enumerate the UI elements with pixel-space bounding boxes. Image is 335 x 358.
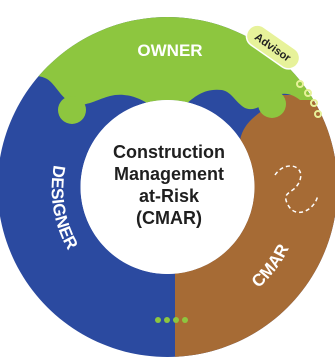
center-circle: [80, 100, 255, 274]
advisor-dots: [296, 80, 322, 118]
owner-label: OWNER: [137, 41, 202, 60]
owner-tab-right: [258, 90, 286, 118]
title-line-1: Construction: [113, 142, 225, 162]
cmar-dashed-path: [274, 165, 319, 214]
advisor-badge: Advisor: [245, 24, 301, 70]
title-line-3: at-Risk: [138, 186, 200, 206]
center-title: Construction Management at-Risk (CMAR): [84, 120, 254, 250]
owner-tab-left: [58, 96, 86, 124]
bottom-dots: [155, 317, 188, 323]
title-line-2: Management: [113, 164, 225, 184]
cmar-segment: [175, 95, 335, 357]
title-line-4: (CMAR): [136, 208, 202, 228]
